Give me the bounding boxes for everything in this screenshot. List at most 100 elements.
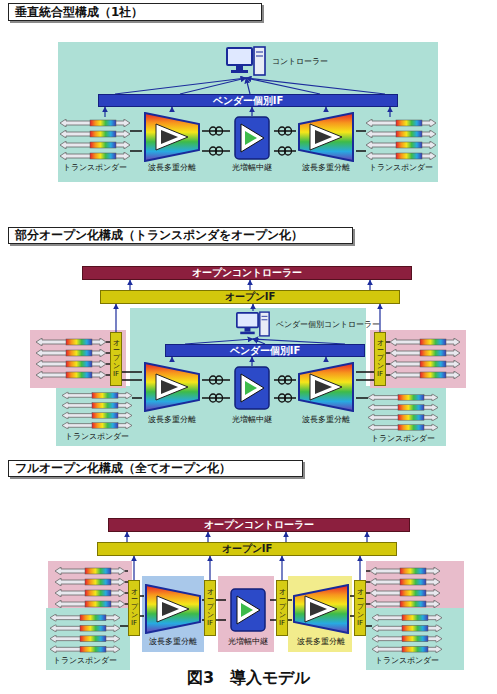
control-arrow [126,532,127,542]
label: 波長多重分離 [149,637,197,647]
control-arrow [359,556,360,580]
control-arrow [207,532,208,542]
label: オープンIF [279,589,286,627]
panel-heading: 部分オープン化構成（トランスポンダをオープン化） [8,227,353,244]
label: トランスポンダー [375,656,439,666]
fiber-line [274,397,296,399]
controller: コントローラー [226,46,336,78]
label: 光増幅中継 [232,415,272,425]
controller: ベンダー個別コントローラー [236,311,382,339]
fiber-line [130,130,142,132]
label: 光増幅中継 [228,637,268,647]
device: トランスポンダー [62,390,132,442]
open-if-box: オープンIF [354,580,366,636]
control-arrow [104,107,105,117]
fiber-line [216,619,226,621]
control-arrow [129,280,130,290]
device: 光増幅中継 [230,366,274,425]
label: 波長多重分離 [297,637,345,647]
label: 垂直統合型構成（1社） [15,4,143,21]
panel-heading: 垂直統合型構成（1社） [8,3,262,21]
label: オープンコントローラー [192,267,302,279]
device: 波長多重分離 [142,112,202,173]
label: コントローラー [272,57,328,67]
fiber-line [202,130,230,132]
open-if-box: オープンIF [128,580,140,636]
control-arrow [251,357,252,366]
control-arrow [115,304,116,332]
controller-bar: オープンコントローラー [82,266,412,280]
control-arrow [369,280,370,290]
panel-heading: フルオープン化構成（全てオープン化） [8,460,303,477]
interface-bar: ベンダー個別IF [165,344,365,357]
control-arrow [325,357,326,362]
open-if-box: オープンIF [276,580,288,636]
fiber-line [366,625,372,627]
control-arrow [133,556,134,580]
control-arrow [251,107,252,116]
label: オープンIF [131,589,138,627]
fiber-line [216,599,226,601]
control-arrow [389,107,390,117]
control-arrow [249,280,250,290]
fiber-line [356,397,368,399]
fiber-line [140,595,144,597]
interface-bar: ベンダー個別IF [98,94,398,107]
control-arrow [171,357,172,362]
device: 波長多重分離 [296,362,356,425]
control-arrow [366,532,367,542]
device: 波長多重分離 [292,584,350,647]
device: 光増幅中継 [226,588,270,647]
label: トランスポンダー [65,432,129,442]
controller-bar: オープンコントローラー [108,518,410,532]
device: トランスポンダー [368,392,438,444]
label: 波長多重分離 [148,163,196,173]
fiber-line [202,150,230,152]
fiber-line [132,397,142,399]
fiber-line [130,150,142,152]
label: ベンダー個別IF [230,345,301,357]
control-arrow [285,532,286,542]
control-arrow [209,556,210,580]
fiber-line [140,615,144,617]
label: オープンIF [207,589,214,627]
label: 波長多重分離 [148,415,196,425]
fiber-line [356,379,374,381]
label: トランスポンダー [63,163,127,173]
label: トランスポンダー [371,434,435,444]
fiber-line [122,371,142,373]
fiber-line [274,130,296,132]
fiber-line [356,130,366,132]
figure-caption: 図3 導入モデル [0,668,497,689]
fiber-line [288,619,292,621]
device: トランスポンダー [60,117,130,173]
fiber-line [274,150,296,152]
label: 波長多重分離 [302,415,350,425]
fiber-line [356,150,366,152]
interface-bar: オープンIF [97,542,397,556]
fiber-line [288,599,292,601]
control-arrow [115,78,246,94]
label: 部分オープン化構成（トランスポンダをオープン化） [15,227,303,244]
label: ベンダー個別IF [213,95,284,107]
label: オープンIF [225,291,276,303]
label: 光増幅中継 [232,163,272,173]
control-arrow [246,78,385,94]
fiber-line [202,379,230,381]
label: オープンIF [357,589,364,627]
device: トランスポンダー [50,612,120,666]
interface-bar: オープンIF [100,290,400,304]
open-if-box: オープンIF [110,332,122,386]
control-arrow [180,78,246,94]
label: トランスポンダー [53,656,117,666]
control-arrow [246,78,320,94]
control-arrow [281,556,282,580]
label: オープンコントローラー [204,519,314,531]
label: オープンIF [113,340,120,378]
control-arrow [171,107,172,112]
device: 光増幅中継 [230,116,274,173]
control-arrow [246,78,250,94]
label: トランスポンダー [369,163,433,173]
label: ベンダー個別コントローラー [276,320,380,330]
